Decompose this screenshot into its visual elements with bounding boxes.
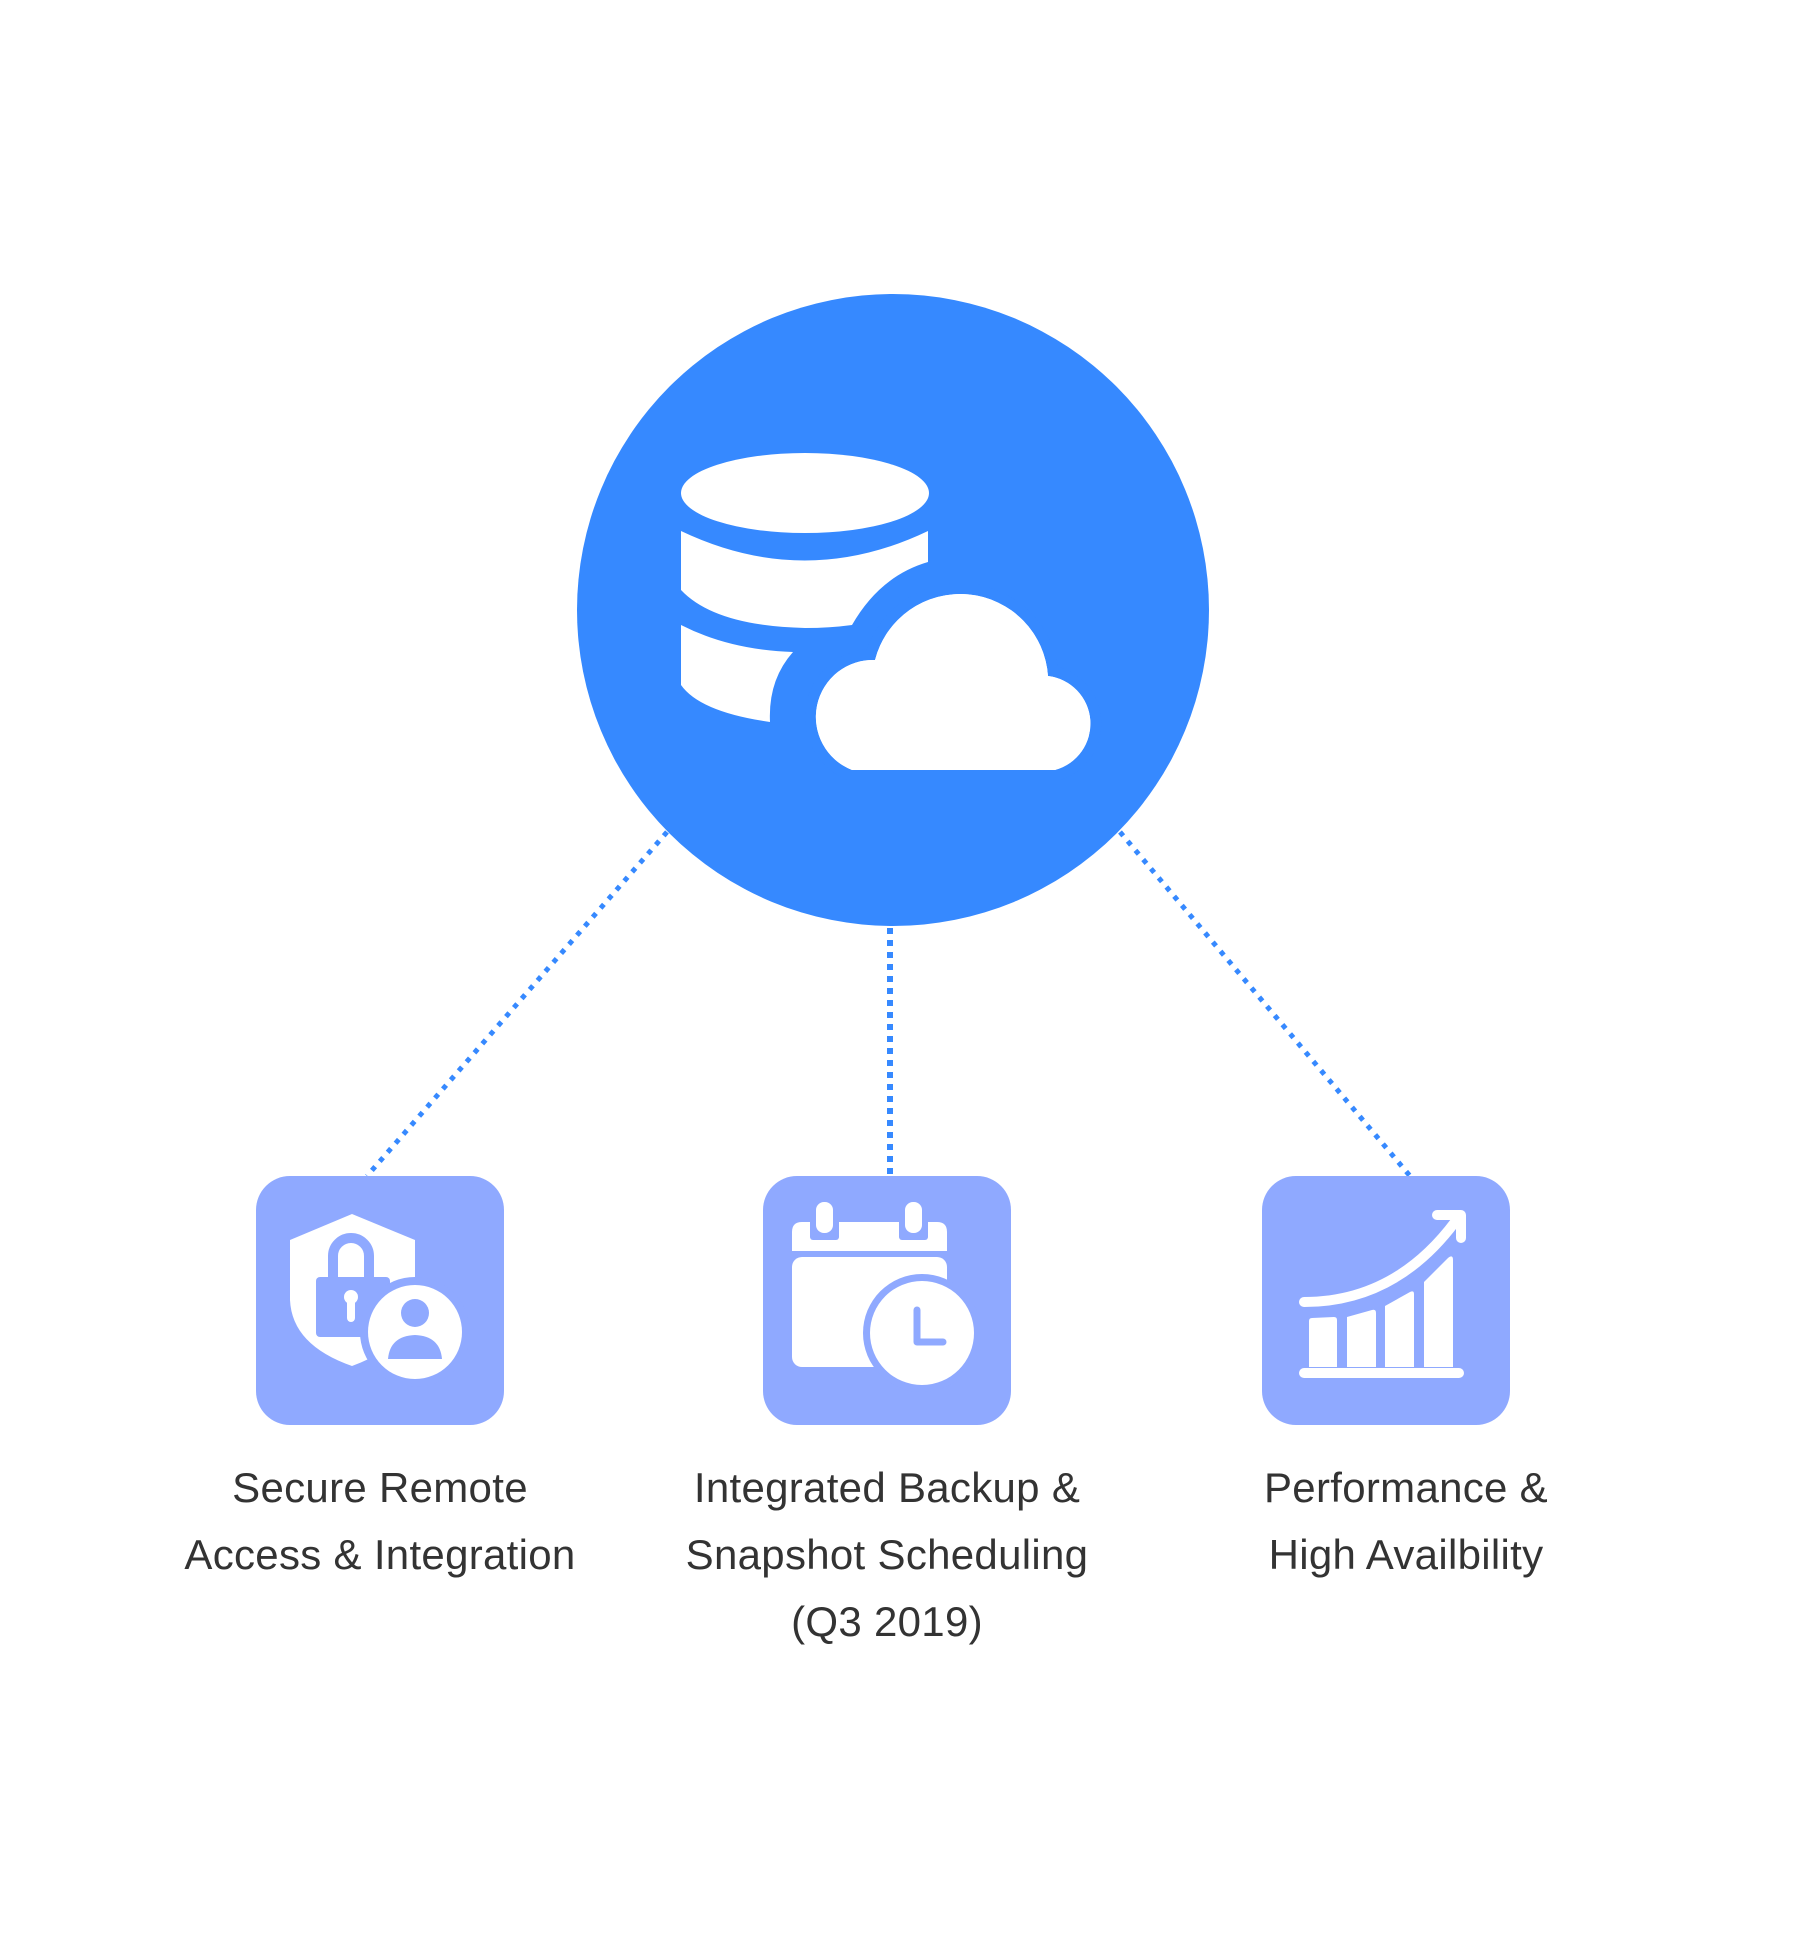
shield-lock-user-icon [290, 1214, 470, 1387]
label-backup-snapshot: Integrated Backup & Snapshot Scheduling … [627, 1454, 1147, 1655]
tile-performance-availability [1262, 1176, 1510, 1425]
calendar-clock-icon [792, 1202, 981, 1392]
label-line: Secure Remote [232, 1464, 528, 1511]
tile-secure-remote-access [256, 1176, 504, 1425]
label-line: High Availbility [1268, 1531, 1544, 1578]
label-line: (Q3 2019) [791, 1598, 983, 1645]
label-line: Access & Integration [184, 1531, 576, 1578]
label-line: Snapshot Scheduling [685, 1531, 1089, 1578]
growth-chart-icon [1299, 1210, 1466, 1378]
label-performance-availability: Performance & High Availbility [1146, 1454, 1666, 1588]
label-secure-remote-access: Secure Remote Access & Integration [120, 1454, 640, 1588]
connector-right [1118, 830, 1412, 1178]
connector-left [365, 830, 669, 1178]
database-cloud-icon [681, 453, 1102, 781]
tile-backup-snapshot [763, 1176, 1011, 1425]
label-line: Performance & [1263, 1464, 1549, 1511]
label-line: Integrated Backup & [693, 1464, 1081, 1511]
hub-circle [577, 294, 1209, 926]
